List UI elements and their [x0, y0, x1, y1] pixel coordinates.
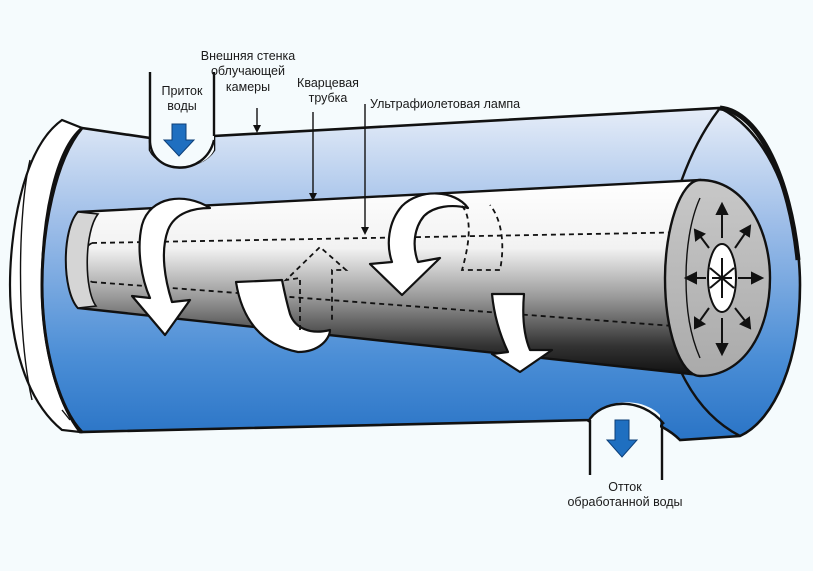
label-quartz-tube-line2: трубка — [309, 91, 348, 105]
leader-lines — [253, 104, 369, 235]
label-outer-wall-line2: облучающей — [211, 64, 285, 78]
label-inlet-line1: Приток — [162, 84, 203, 98]
flow-arrows — [130, 192, 554, 374]
outlet-pipe — [586, 402, 665, 480]
label-outer-wall: Внешняя стенка облучающей камеры — [201, 49, 296, 94]
uv-rays-icon — [683, 201, 765, 357]
label-outlet-line2: обработанной воды — [567, 495, 682, 509]
label-outer-wall-line1: Внешняя стенка — [201, 49, 296, 63]
label-inlet-line2: воды — [167, 99, 196, 113]
label-quartz-tube-line1: Кварцевая — [297, 76, 359, 90]
inlet-arrow-icon — [162, 123, 196, 157]
flow-arrow-icon — [490, 292, 554, 374]
label-quartz-tube: Кварцевая трубка — [297, 76, 359, 105]
label-uv-lamp: Ультрафиолетовая лампа — [370, 97, 520, 111]
inlet-pipe — [148, 72, 216, 169]
flow-arrow-icon — [368, 192, 470, 297]
label-outlet: Отток обработанной воды — [567, 480, 682, 509]
flow-arrow-icon — [234, 278, 332, 354]
label-inlet: Приток воды — [162, 84, 203, 113]
flow-arrow-icon — [130, 197, 212, 337]
lamp-end-cap — [663, 178, 772, 378]
outlet-arrow-icon — [605, 419, 639, 458]
label-outlet-line1: Отток — [608, 480, 642, 494]
label-outer-wall-line3: камеры — [226, 80, 270, 94]
